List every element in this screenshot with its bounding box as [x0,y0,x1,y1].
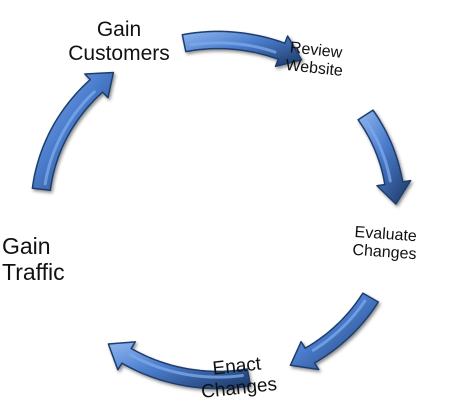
arrow-evaluate-to-enact [289,292,380,371]
step-gain-traffic-label: Gain Traffic [2,233,102,286]
step-evaluate-changes-label: Evaluate Changes [335,223,435,267]
arrow-customers-to-review [181,30,303,68]
arrow-enact-to-traffic-highlight [129,353,244,379]
step-gain-customers-line1: Gain [96,18,142,41]
arrow-review-to-evaluate-highlight [364,119,392,183]
step-gain-traffic-line2: Traffic [2,259,65,286]
arrow-traffic-to-customers-highlight [43,90,96,186]
arrow-evaluate-to-enact-highlight [311,299,367,352]
step-gain-customers-line2: Customers [68,42,170,66]
arrow-traffic-to-customers [31,71,115,192]
step-gain-customers-label: Gain Customers [60,18,178,66]
step-gain-traffic-line1: Gain [2,233,51,259]
arrow-customers-to-review-highlight [189,41,277,54]
